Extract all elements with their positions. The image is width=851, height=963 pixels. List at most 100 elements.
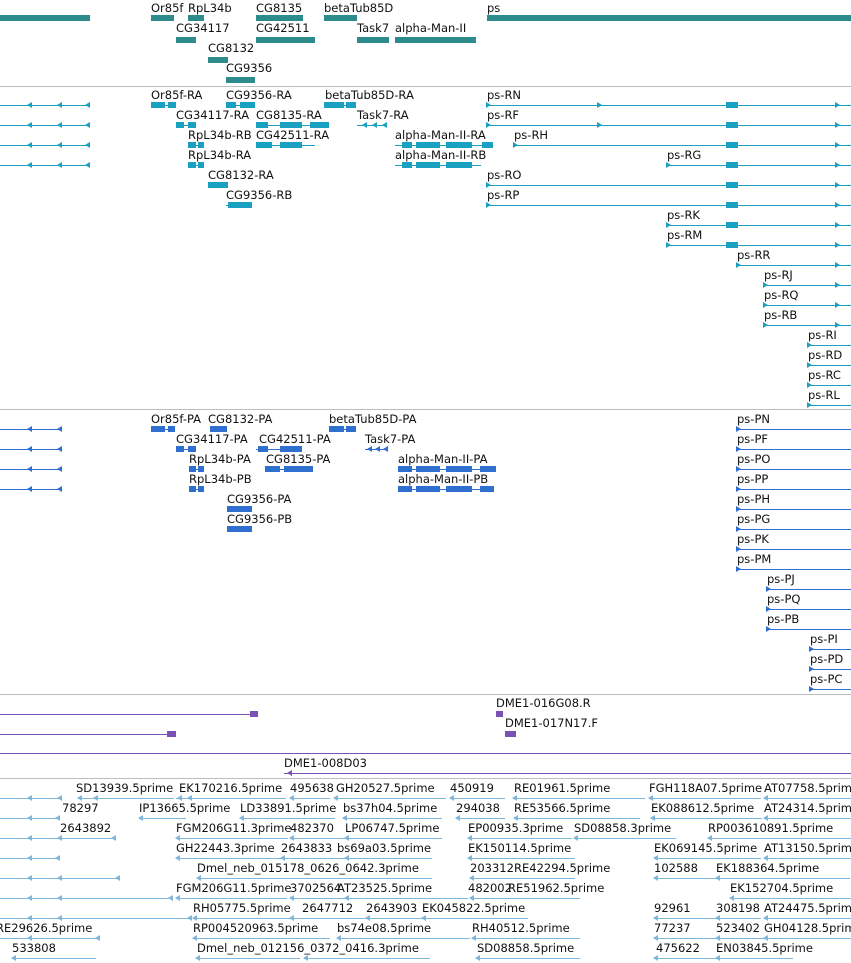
est-glyph[interactable]: [0, 895, 173, 901]
feature-label[interactable]: alpha-Man-II-PB: [398, 472, 489, 486]
feature-label[interactable]: Or85f-PA: [151, 412, 202, 426]
est-glyph[interactable]: [715, 915, 761, 921]
est-glyph[interactable]: [467, 835, 572, 841]
feature-glyph[interactable]: [210, 426, 227, 432]
feature-glyph[interactable]: [496, 711, 503, 717]
est-glyph[interactable]: [344, 855, 432, 861]
feature-glyph[interactable]: [151, 426, 175, 432]
feature-glyph[interactable]: [763, 322, 851, 328]
feature-label[interactable]: AT24475.5prime: [764, 901, 851, 915]
feature-label[interactable]: EK152704.5prime: [730, 881, 834, 895]
feature-glyph[interactable]: [766, 606, 851, 612]
feature-glyph[interactable]: [736, 486, 851, 492]
feature-label[interactable]: ps-RR: [737, 248, 771, 262]
feature-label[interactable]: alpha-Man-II-RB: [395, 148, 487, 162]
feature-glyph[interactable]: [666, 222, 851, 228]
feature-label[interactable]: IP13665.5prime: [139, 801, 231, 815]
est-glyph[interactable]: [650, 815, 762, 821]
feature-label[interactable]: RpL34b-PA: [189, 452, 251, 466]
feature-label[interactable]: EK045822.5prime: [422, 901, 526, 915]
feature-label[interactable]: CG8135-RA: [256, 108, 322, 122]
feature-glyph[interactable]: [395, 142, 493, 148]
feature-label[interactable]: ps-PH: [737, 492, 771, 506]
feature-label[interactable]: CG8132-PA: [208, 412, 273, 426]
feature-label[interactable]: Task7-RA: [357, 108, 409, 122]
feature-glyph[interactable]: [151, 102, 176, 108]
feature-label[interactable]: AT24314.5prime: [764, 801, 851, 815]
feature-label[interactable]: ps-RF: [487, 108, 520, 122]
feature-label[interactable]: RE29626.5prime: [0, 921, 93, 935]
feature-label[interactable]: CG8135-PA: [266, 452, 331, 466]
feature-label[interactable]: Task7: [357, 21, 390, 35]
est-glyph[interactable]: [342, 815, 442, 821]
est-glyph[interactable]: [573, 835, 676, 841]
feature-label[interactable]: 308198: [716, 901, 760, 915]
feature-label[interactable]: ps-PG: [737, 512, 771, 526]
feature-label[interactable]: FGH118A07.5prime: [649, 781, 763, 795]
est-glyph[interactable]: [289, 895, 345, 901]
feature-label[interactable]: CG9356-PB: [227, 512, 293, 526]
feature-label[interactable]: ps-PM: [737, 552, 772, 566]
feature-label[interactable]: 2643833: [281, 841, 333, 855]
est-glyph[interactable]: [195, 955, 300, 961]
est-glyph[interactable]: [449, 795, 505, 801]
feature-glyph[interactable]: [398, 466, 496, 472]
feature-glyph[interactable]: [666, 242, 851, 248]
feature-label[interactable]: RH05775.5prime: [193, 901, 291, 915]
est-glyph[interactable]: [653, 935, 716, 941]
feature-glyph[interactable]: [256, 122, 329, 128]
feature-label[interactable]: 203312: [470, 861, 514, 875]
feature-label[interactable]: 523402: [716, 921, 760, 935]
feature-glyph[interactable]: [809, 666, 851, 672]
feature-glyph[interactable]: [176, 446, 196, 452]
est-glyph[interactable]: [175, 895, 287, 901]
feature-label[interactable]: CG8132: [208, 41, 255, 55]
feature-glyph[interactable]: [807, 402, 851, 408]
est-glyph[interactable]: [763, 935, 851, 941]
est-glyph[interactable]: [344, 835, 442, 841]
feature-glyph[interactable]: [807, 362, 851, 368]
feature-label[interactable]: EK069145.5prime: [654, 841, 758, 855]
feature-glyph[interactable]: [809, 686, 851, 692]
est-glyph[interactable]: [0, 935, 100, 941]
feature-label[interactable]: 102588: [654, 861, 698, 875]
feature-glyph[interactable]: [513, 142, 851, 148]
feature-label[interactable]: RP004520963.5prime: [193, 921, 319, 935]
feature-glyph[interactable]: [0, 122, 90, 128]
est-glyph[interactable]: [715, 935, 764, 941]
feature-label[interactable]: EN03845.5prime: [716, 941, 813, 955]
feature-glyph[interactable]: [227, 526, 252, 532]
feature-glyph[interactable]: [256, 15, 303, 21]
feature-label[interactable]: ps-RN: [487, 88, 522, 102]
feature-label[interactable]: ps-PI: [810, 632, 838, 646]
feature-label[interactable]: betaTub85D-RA: [325, 88, 414, 102]
feature-glyph[interactable]: [0, 162, 90, 168]
feature-label[interactable]: 533808: [12, 941, 56, 955]
feature-label[interactable]: alpha-Man-II-RA: [395, 128, 486, 142]
feature-glyph[interactable]: [486, 122, 851, 128]
feature-label[interactable]: LP06747.5prime: [345, 821, 440, 835]
feature-label[interactable]: Or85f: [151, 1, 184, 15]
est-glyph[interactable]: [0, 875, 120, 881]
est-glyph[interactable]: [648, 795, 761, 801]
feature-label[interactable]: CG42511-RA: [256, 128, 330, 142]
est-glyph[interactable]: [653, 955, 716, 961]
feature-glyph[interactable]: [766, 626, 851, 632]
est-glyph[interactable]: [175, 855, 289, 861]
feature-glyph[interactable]: [766, 586, 851, 592]
feature-label[interactable]: AT07758.5prime: [764, 781, 851, 795]
feature-glyph[interactable]: [395, 162, 481, 168]
est-glyph[interactable]: [421, 915, 528, 921]
feature-label[interactable]: ps-PB: [767, 612, 800, 626]
feature-label[interactable]: betaTub85D: [324, 1, 394, 15]
est-glyph[interactable]: [0, 795, 62, 801]
est-glyph[interactable]: [239, 815, 335, 821]
feature-glyph[interactable]: [357, 122, 387, 128]
feature-glyph[interactable]: [0, 142, 90, 148]
feature-glyph[interactable]: [329, 426, 356, 432]
est-glyph[interactable]: [653, 855, 761, 861]
feature-glyph[interactable]: [486, 202, 851, 208]
est-glyph[interactable]: [0, 915, 192, 921]
feature-glyph[interactable]: [807, 342, 851, 348]
feature-label[interactable]: 482002: [468, 881, 512, 895]
